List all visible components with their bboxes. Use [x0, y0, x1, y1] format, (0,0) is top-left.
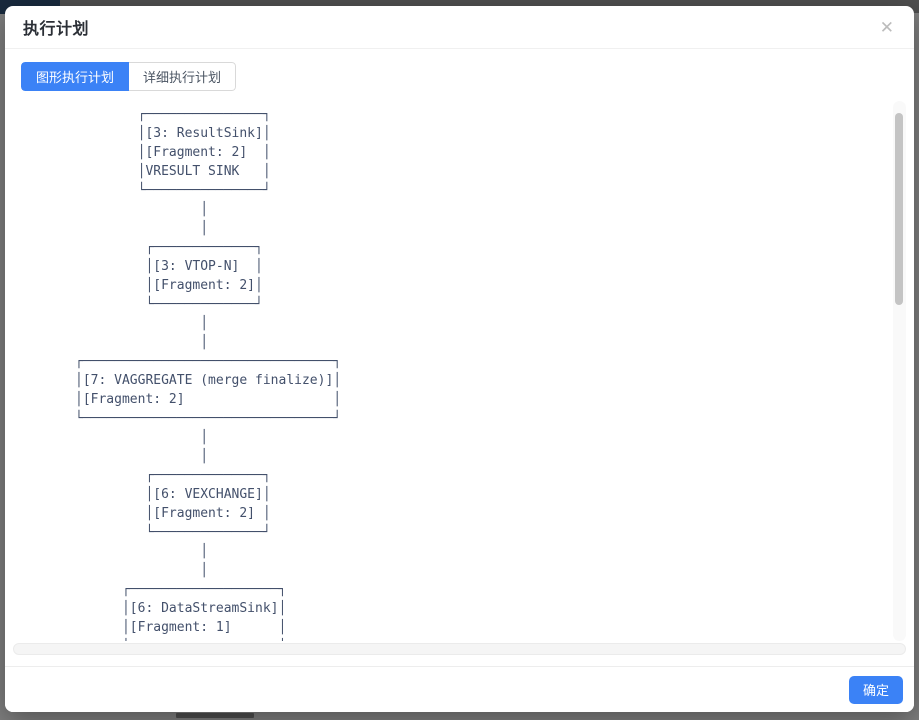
execution-plan-dialog: 执行计划 ✕ 图形执行计划 详细执行计划 ┌───────────────┐ │…	[5, 6, 914, 712]
dialog-body: 图形执行计划 详细执行计划 ┌───────────────┐ │[3: Res…	[5, 49, 914, 666]
horizontal-scrollbar[interactable]	[13, 643, 906, 655]
tab-detailed-plan[interactable]: 详细执行计划	[129, 62, 237, 91]
vertical-scrollbar-thumb[interactable]	[895, 113, 903, 305]
vertical-scrollbar[interactable]	[893, 101, 906, 641]
plan-scroll-area[interactable]: ┌───────────────┐ │[3: ResultSink]│ │[Fr…	[13, 101, 906, 641]
dialog-footer: 确定	[5, 666, 914, 712]
dialog-header: 执行计划 ✕	[5, 6, 914, 49]
tab-graphical-plan[interactable]: 图形执行计划	[21, 62, 130, 91]
plan-tab-group: 图形执行计划 详细执行计划	[21, 62, 237, 91]
close-icon[interactable]: ✕	[879, 17, 894, 37]
confirm-button[interactable]: 确定	[849, 675, 903, 704]
plan-ascii-tree: ┌───────────────┐ │[3: ResultSink]│ │[Fr…	[75, 107, 342, 641]
dialog-title: 执行计划	[23, 21, 90, 38]
plan-section: ┌───────────────┐ │[3: ResultSink]│ │[Fr…	[13, 101, 906, 655]
